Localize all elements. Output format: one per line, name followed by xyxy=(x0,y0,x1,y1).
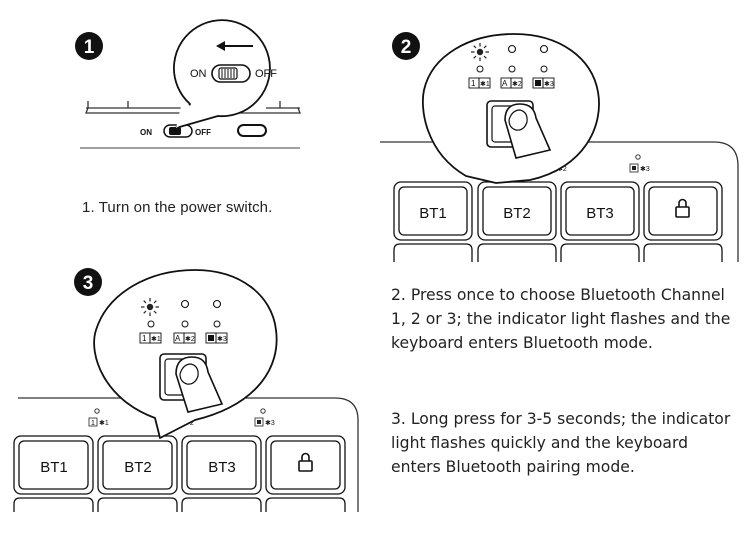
step-3-caption: 3. Long press for 3-5 seconds; the indic… xyxy=(391,410,731,476)
step-3: 3 1 ✱1 A ✱2 ✱3 xyxy=(13,268,359,512)
svg-text:A: A xyxy=(502,79,508,88)
key-bt2: BT2 xyxy=(503,205,531,222)
key-bt1: BT1 xyxy=(40,459,68,476)
svg-text:OFF: OFF xyxy=(195,128,211,137)
svg-text:1: 1 xyxy=(142,334,147,343)
usb-c-port xyxy=(237,124,267,137)
svg-text:ON: ON xyxy=(190,68,207,80)
step-2: 2 1 ✱1 A ✱2 ✱3 xyxy=(380,32,739,262)
power-switch-large: ON OFF xyxy=(190,64,277,83)
svg-text:1: 1 xyxy=(91,420,95,427)
arrow-left-icon xyxy=(216,41,253,51)
svg-text:✱3: ✱3 xyxy=(265,419,275,427)
svg-text:A: A xyxy=(175,334,181,343)
svg-text:1: 1 xyxy=(471,79,476,88)
svg-text:✱2: ✱2 xyxy=(185,335,195,343)
svg-text:ON: ON xyxy=(140,128,152,137)
step-2-caption: 2. Press once to choose Bluetooth Channe… xyxy=(391,286,731,352)
key-bt3: BT3 xyxy=(586,205,614,222)
keyboard-edge xyxy=(380,141,739,262)
flashing-light-icon xyxy=(140,297,160,317)
step-1-caption: 1. Turn on the power switch. xyxy=(82,199,273,216)
bubble-indicators: 1 ✱1 A ✱2 ✱3 xyxy=(468,42,555,89)
svg-text:✱2: ✱2 xyxy=(557,165,567,173)
step-1: 1 ON OFF ON xyxy=(75,19,301,149)
step-3-badge: 3 xyxy=(74,268,102,296)
svg-text:✱3: ✱3 xyxy=(640,165,650,173)
bubble-indicators: 1 ✱1 A ✱2 ✱3 xyxy=(139,297,228,344)
svg-text:✱1: ✱1 xyxy=(99,419,109,427)
key-bt1: BT1 xyxy=(419,205,447,222)
lock-icon xyxy=(298,452,313,472)
keyboard-keys xyxy=(393,181,723,262)
svg-text:OFF: OFF xyxy=(255,68,277,80)
step-1-badge: 1 xyxy=(75,32,103,60)
key-bt3: BT3 xyxy=(208,459,236,476)
key-bt2: BT2 xyxy=(124,459,152,476)
step-2-badge: 2 xyxy=(392,32,420,60)
svg-text:✱1: ✱1 xyxy=(151,335,161,343)
power-switch-small: ON OFF xyxy=(140,124,211,138)
svg-text:✱1: ✱1 xyxy=(480,80,490,88)
svg-text:✱3: ✱3 xyxy=(217,335,227,343)
svg-text:1: 1 xyxy=(84,37,95,58)
keyboard-edge xyxy=(18,397,359,512)
flashing-light-icon xyxy=(470,42,490,62)
finger-press-icon xyxy=(504,103,552,159)
svg-text:3: 3 xyxy=(83,273,94,294)
svg-text:2: 2 xyxy=(401,37,412,58)
lock-icon xyxy=(675,198,690,218)
finger-press-icon xyxy=(175,356,224,413)
svg-text:✱3: ✱3 xyxy=(544,80,554,88)
svg-text:✱2: ✱2 xyxy=(512,80,522,88)
keyboard-keys xyxy=(13,435,346,512)
